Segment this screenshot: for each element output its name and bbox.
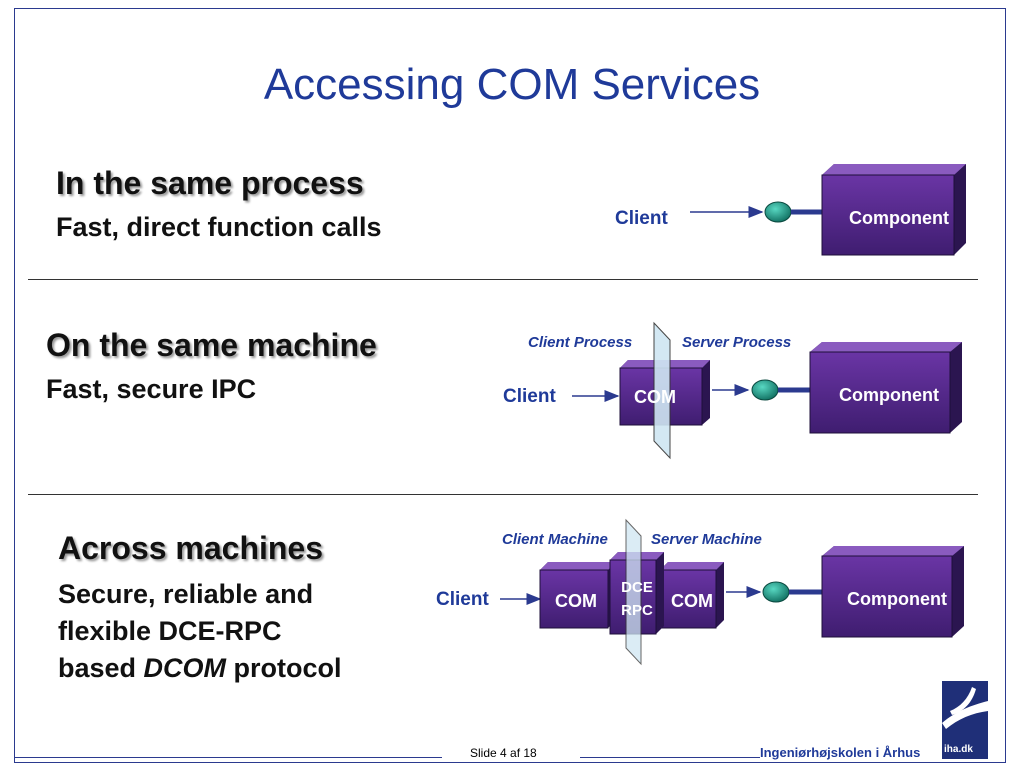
machine-boundary <box>625 518 642 666</box>
logo-text: iha.dk <box>944 744 973 755</box>
body-line: based DCOM protocol <box>58 650 342 687</box>
interface-icon <box>751 379 779 401</box>
section-heading-across-machines: Across machines <box>58 530 324 566</box>
server-machine-label: Server Machine <box>651 531 762 548</box>
interface-icon <box>762 581 790 603</box>
slide-frame <box>14 8 1006 763</box>
component-box-top <box>822 164 966 175</box>
client-label: Client <box>436 589 489 610</box>
footer-rule-right <box>580 757 760 758</box>
section-heading-same-process: In the same process <box>56 165 364 201</box>
com-box <box>539 569 609 629</box>
section-divider <box>28 494 978 495</box>
com-box-top <box>660 562 724 570</box>
component-box-top <box>810 342 962 352</box>
rpc-label: RPC <box>621 602 653 619</box>
section-body-same-machine: Fast, secure IPC <box>46 374 257 404</box>
section-divider <box>28 279 978 280</box>
footer-rule-left <box>14 757 442 758</box>
slide-number: Slide 4 af 18 <box>470 746 537 760</box>
body-text: protocol <box>226 653 342 683</box>
diagram-same-process: Client Component <box>615 164 966 256</box>
com-label: COM <box>555 591 597 611</box>
body-text: based <box>58 653 144 683</box>
client-machine-label: Client Machine <box>502 531 608 548</box>
client-process-label: Client Process <box>528 334 632 351</box>
client-label: Client <box>615 208 668 229</box>
diagram-same-machine: Client Process Server Process Client COM… <box>503 321 962 460</box>
slide-title: Accessing COM Services <box>263 60 761 109</box>
wing-icon <box>942 687 988 729</box>
component-label: Component <box>839 385 939 405</box>
component-box <box>821 174 955 256</box>
section-body-same-process: Fast, direct function calls <box>56 212 382 242</box>
server-process-label: Server Process <box>682 334 791 351</box>
school-name: Ingeniørhøjskolen i Århus <box>760 745 921 760</box>
component-box <box>809 351 951 434</box>
diagram-across-machines: Client Machine Server Machine Client COM… <box>436 518 964 666</box>
com-box-top <box>540 562 616 570</box>
com-label: COM <box>671 591 713 611</box>
dce-label: DCE <box>621 579 653 596</box>
component-label: Component <box>849 208 949 228</box>
dcom-emphasis: DCOM <box>143 653 227 683</box>
component-label: Component <box>847 589 947 609</box>
client-label: Client <box>503 386 556 407</box>
com-box <box>659 569 717 629</box>
process-boundary <box>653 321 671 460</box>
section-heading-same-machine: On the same machine <box>46 327 377 363</box>
component-box-top <box>822 546 964 556</box>
iha-logo <box>942 681 988 759</box>
body-line: flexible DCE-RPC <box>58 616 282 646</box>
com-label: COM <box>634 387 676 407</box>
section-body-across-machines: Secure, reliable and flexible DCE-RPC ba… <box>58 576 342 687</box>
body-line: Secure, reliable and <box>58 579 314 609</box>
component-box <box>821 555 953 638</box>
interface-icon <box>764 201 792 223</box>
